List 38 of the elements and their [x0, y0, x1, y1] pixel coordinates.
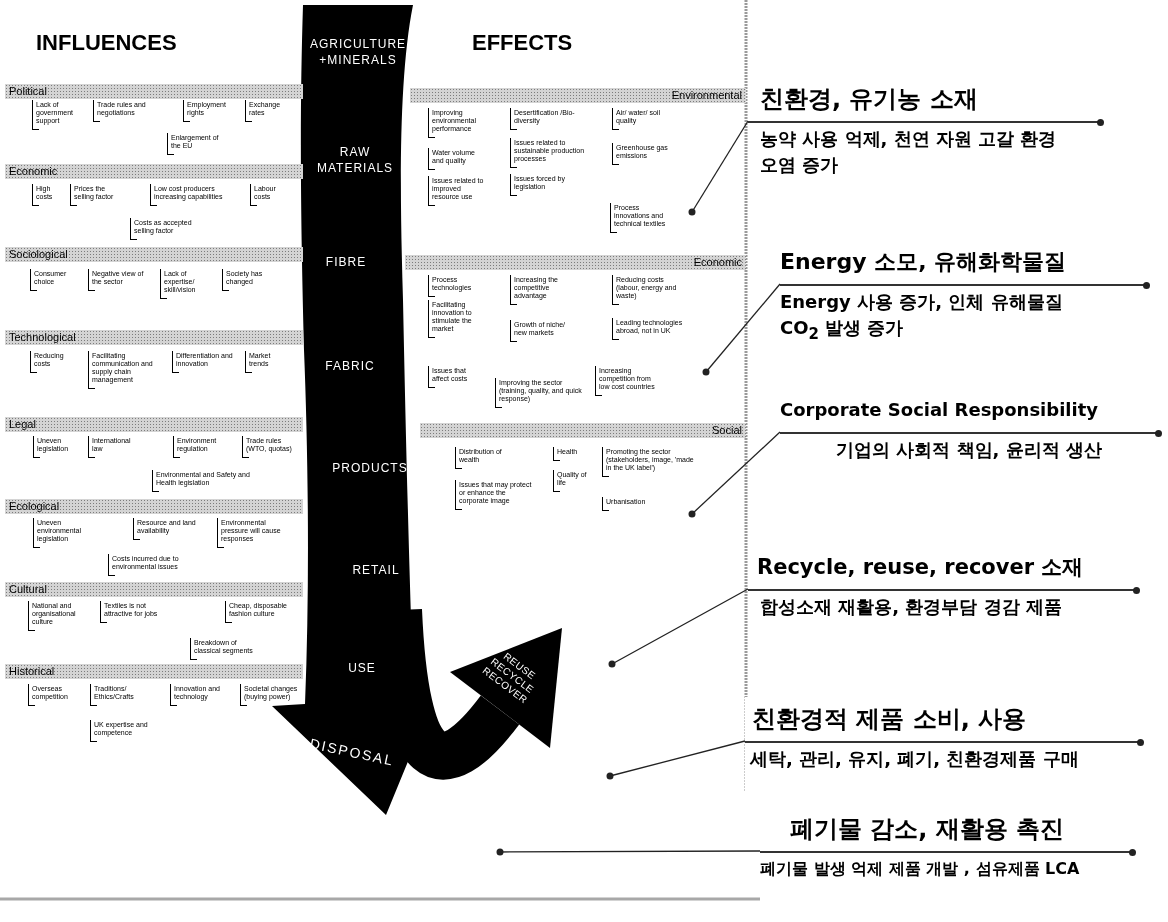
stage-label: PRODUCTS: [332, 460, 408, 476]
callout-text: Energy 사용 증가, 인체 유해물질 CO$_{2}$ 발생 증가: [780, 290, 1064, 345]
leader-line: [606, 740, 746, 780]
callout-text: 합성소재 재활용, 환경부담 경감 제품: [759, 595, 1063, 619]
stage-label: FABRIC: [325, 358, 375, 374]
callout-heading: 폐기물 감소, 재활용 촉진: [760, 807, 1132, 853]
leader-line: [688, 120, 749, 216]
stage-label: RETAIL: [352, 562, 400, 578]
category-band: Social: [420, 423, 746, 438]
category-band: Legal: [5, 417, 303, 432]
stage-label: FIBRE: [325, 254, 367, 270]
stage-label: AGRICULTURE +MINERALS: [308, 36, 408, 68]
stage-label: USE: [348, 660, 376, 676]
leader-line: [608, 588, 749, 668]
callout-text: 폐기물 발생 억제 제품 개발 , 섬유제품 LCA: [760, 858, 1081, 880]
category-band: Environmental: [410, 88, 746, 103]
callout-heading: Energy 소모, 유해화학물질: [780, 240, 1146, 286]
stage-label: RAW MATERIALS: [315, 144, 395, 176]
column-heading: INFLUENCES: [36, 30, 177, 56]
callout-text: 세탁, 관리, 유지, 폐기, 친환경제품 구매: [748, 747, 1080, 771]
category-band: Economic: [405, 255, 746, 270]
leader-line: [688, 431, 781, 518]
category-band: Economic: [5, 164, 303, 179]
callout-heading: Recycle, reuse, recover 소재: [748, 545, 1136, 591]
callout-heading: Corporate Social Responsibility: [780, 388, 1158, 434]
leader-line: [496, 848, 761, 856]
category-band: Political: [5, 84, 303, 99]
category-band: Technological: [5, 330, 303, 345]
category-band: Historical: [5, 664, 303, 679]
leader-line: [702, 283, 781, 376]
callout-text: 기업의 사회적 책임, 윤리적 생산: [835, 438, 1103, 462]
column-heading: EFFECTS: [472, 30, 573, 56]
category-band: Cultural: [5, 582, 303, 597]
callout-heading: 친환경적 제품 소비, 사용: [745, 697, 1140, 743]
callout-heading: 친환경, 유기농 소재: [748, 77, 1100, 123]
callout-text: 농약 사용 억제, 천연 자원 고갈 환경 오염 증가: [759, 127, 1058, 177]
category-band: Sociological: [5, 247, 303, 262]
category-band: Ecological: [5, 499, 303, 514]
